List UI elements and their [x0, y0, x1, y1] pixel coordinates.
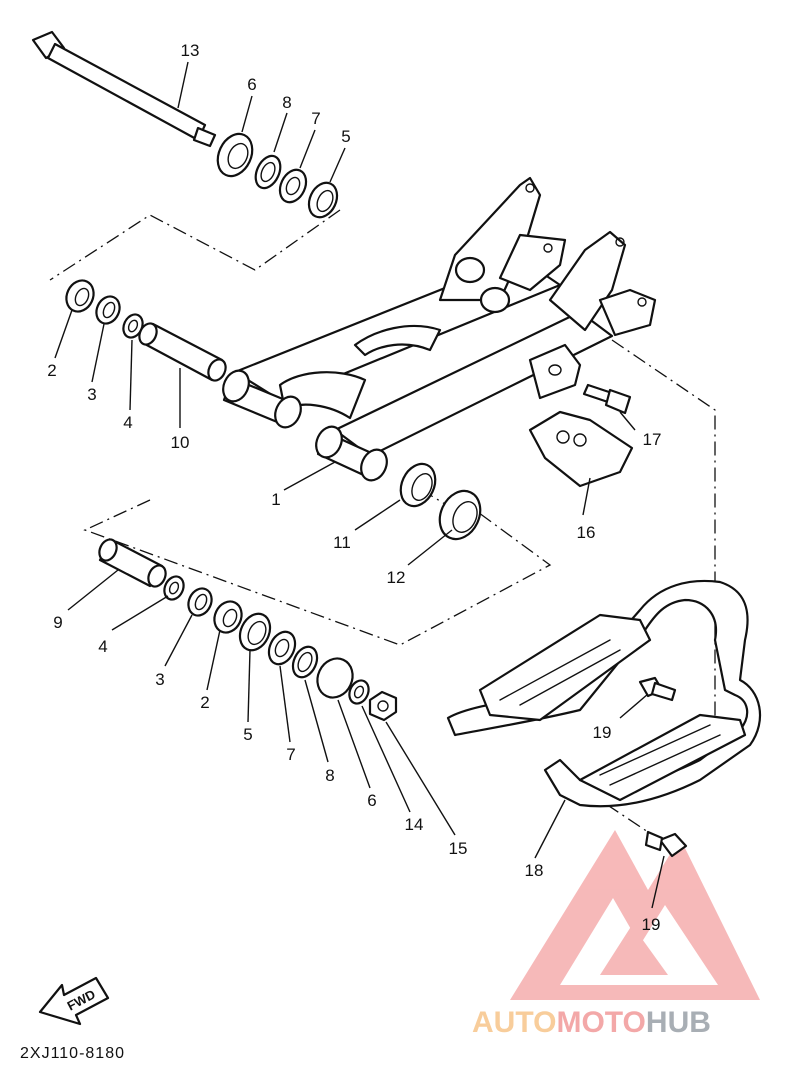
upper-bearing-stack	[216, 132, 339, 219]
callout-labels: 13 6 8 7 5 2 3 4 10 1 11 12 17 16 9 4 3 …	[47, 41, 661, 934]
left-bushing-stack	[65, 279, 227, 382]
callout-label: 11	[333, 533, 351, 552]
svg-text:AUTOMOTOHUB: AUTOMOTOHUB	[472, 1006, 711, 1039]
diagram-code: 2XJ110-8180	[20, 1045, 125, 1062]
callout-label: 4	[98, 637, 107, 656]
callout-label: 3	[87, 385, 96, 404]
callout-label: 16	[577, 523, 596, 542]
callout-label: 17	[643, 430, 662, 449]
callout-label: 4	[123, 413, 132, 432]
callout-label: 15	[449, 839, 468, 858]
chain-guide-parts	[528, 383, 634, 488]
forward-direction-arrow: FWD	[38, 976, 110, 1026]
callout-label: 5	[341, 127, 350, 146]
watermark-moto: MOTO	[556, 1006, 645, 1039]
callout-label: 5	[243, 725, 252, 744]
callout-label: 8	[325, 766, 334, 785]
callout-label: 6	[367, 791, 376, 810]
callout-label: 14	[405, 815, 424, 834]
callout-label: 18	[525, 861, 544, 880]
callout-label: 12	[387, 568, 406, 587]
callout-label: 8	[282, 93, 291, 112]
callout-label: 19	[642, 915, 661, 934]
swingarm-bushings	[399, 462, 482, 541]
callout-label: 10	[171, 433, 190, 452]
watermark-hub: HUB	[646, 1006, 711, 1039]
callout-label: 9	[53, 613, 62, 632]
callout-label: 2	[200, 693, 209, 712]
pivot-shaft	[31, 30, 217, 148]
watermark-text: AUTOMOTOHUB	[472, 1006, 711, 1039]
callout-label: 13	[181, 41, 200, 60]
watermark-logo	[510, 830, 760, 1000]
callout-label: 1	[271, 490, 280, 509]
callout-label: 6	[247, 75, 256, 94]
callout-label: 3	[155, 670, 164, 689]
callout-label: 19	[593, 723, 612, 742]
leader-lines	[54, 61, 665, 909]
watermark-auto: AUTO	[472, 1006, 556, 1039]
callout-label: 2	[47, 361, 56, 380]
footrest-guard	[446, 579, 762, 858]
callout-label: 7	[286, 745, 295, 764]
swingarm	[222, 176, 657, 482]
lower-bearing-stack	[98, 538, 398, 722]
callout-label: 7	[311, 109, 320, 128]
